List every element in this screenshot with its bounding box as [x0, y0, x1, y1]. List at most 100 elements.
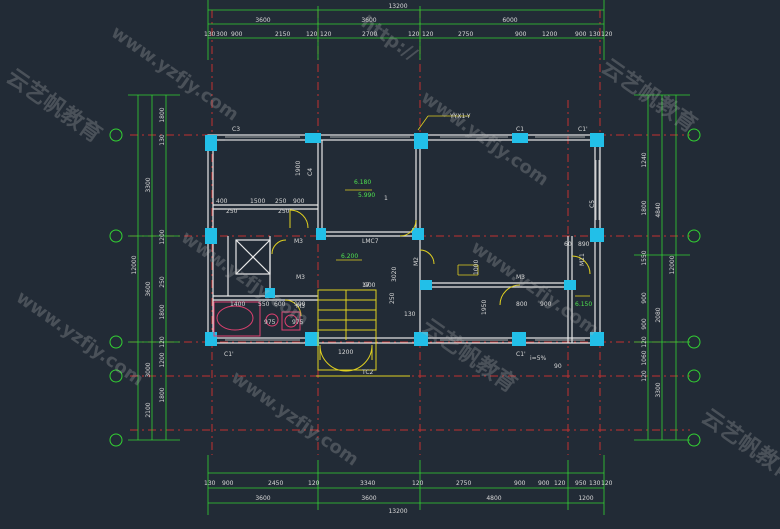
top-seg-3: 6000 — [502, 17, 517, 24]
right-det-7: 120 — [641, 370, 648, 382]
inner-dim-17: 1200 — [338, 349, 353, 356]
bot-det-2: 2450 — [268, 480, 283, 487]
right-det-6: 1060 — [641, 350, 648, 365]
bot-det-3: 120 — [308, 480, 320, 487]
bot-det-10: 950 — [575, 480, 587, 487]
right-seg-2: 2080 — [655, 307, 662, 322]
right-seg-1: 4840 — [655, 202, 662, 217]
left-det-0: 1800 — [159, 107, 166, 122]
right-det-0: 1240 — [641, 152, 648, 167]
watermarks: www.yzfjy.com http:// www.yzfjy.com www.… — [2, 12, 780, 488]
bot-det-12: 120 — [601, 480, 613, 487]
inner-dim-8: 600 — [274, 301, 286, 308]
label-tc2: TC2 — [361, 369, 374, 376]
inner-dim-19: 17 — [362, 282, 370, 289]
label-yyx1: YYX1-Y — [449, 113, 471, 120]
elevation-labels: 6.180 5.990 6.200 6.150 — [341, 179, 592, 308]
inner-dim-3: 900 — [293, 198, 305, 205]
elevation-3: 6.200 — [341, 253, 358, 260]
watermark-6: www.yzfjy.com — [467, 237, 602, 341]
inner-dim-24: 130 — [404, 311, 416, 318]
left-seg-1: 3300 — [145, 177, 152, 192]
label-m11: M11 — [579, 253, 586, 266]
inner-dim-0: 400 — [216, 198, 228, 205]
bot-det-7: 900 — [514, 480, 526, 487]
label-m3-d: M3 — [516, 274, 525, 281]
bottom-seg-2: 3600 — [361, 495, 376, 502]
bottom-seg-3: 4800 — [486, 495, 501, 502]
bottom-overall: 13200 — [388, 508, 407, 515]
bot-det-0: 130 — [204, 480, 216, 487]
inner-dim-4: 250 — [278, 208, 290, 215]
label-m3-c: M3 — [296, 303, 305, 310]
watermark-brand-3: 云艺帆教育 — [417, 314, 522, 398]
left-det-6: 1200 — [159, 352, 166, 367]
elevation-1: 6.180 — [354, 179, 371, 186]
left-det-7: 1800 — [159, 387, 166, 402]
dimension-lines — [128, 0, 690, 515]
dim-text-bottom: 13200 3600 3600 4800 1200 130 900 2450 1… — [204, 480, 613, 515]
inner-dim-21: 1 — [384, 195, 388, 202]
bot-det-6: 2750 — [456, 480, 471, 487]
staircase — [316, 289, 410, 377]
doors — [271, 209, 591, 317]
left-det-1: 130 — [159, 134, 166, 146]
inner-dim-12: 1900 — [295, 161, 302, 176]
top-det-7: 120 — [408, 31, 420, 38]
left-seg-4: 2100 — [145, 402, 152, 417]
bot-det-4: 3340 — [360, 480, 375, 487]
bot-det-9: 120 — [554, 480, 566, 487]
top-det-5: 120 — [320, 31, 332, 38]
top-det-1: 300 — [216, 31, 228, 38]
inner-dim-20: 3020 — [391, 267, 398, 282]
inner-dim-15: 800 — [516, 301, 528, 308]
inner-dim-25: 250 — [389, 292, 396, 304]
right-det-4: 900 — [641, 318, 648, 330]
right-det-1: 1800 — [641, 200, 648, 215]
bot-det-5: 120 — [412, 480, 424, 487]
label-slope: i=5% — [530, 355, 547, 362]
inner-dim-10: 975 — [264, 319, 276, 326]
bottom-seg-4: 1200 — [578, 495, 593, 502]
watermark-7: www.yzfjy.com — [12, 287, 147, 391]
top-overall: 13200 — [388, 3, 407, 10]
inner-dim-14: 1000 — [473, 260, 480, 275]
right-det-2: 1550 — [641, 250, 648, 265]
right-det-5: 120 — [641, 336, 648, 348]
label-m3-b: M3 — [296, 274, 305, 281]
room-labels: C3 C1 C1' C1' C1' C4 C5 M3 M3 M3 M3 M11 … — [224, 113, 596, 376]
inner-dim-7: 550 — [258, 301, 270, 308]
inner-dim-2: 250 — [226, 208, 238, 215]
misc-annotations — [336, 115, 590, 297]
label-m3-a: M3 — [294, 238, 303, 245]
windows — [225, 136, 600, 341]
inner-dimensions: 400 1500 250 900 250 250 1400 550 600 90… — [216, 161, 590, 370]
bot-det-11: 130 — [589, 480, 601, 487]
inner-dim-16: 900 — [540, 301, 552, 308]
top-det-3: 2150 — [275, 31, 290, 38]
top-det-2: 900 — [231, 31, 243, 38]
bot-det-1: 900 — [222, 480, 234, 487]
right-det-3: 900 — [641, 292, 648, 304]
inner-dim-6: 1400 — [230, 301, 245, 308]
inner-dim-5: 250 — [275, 198, 287, 205]
top-det-12: 900 — [575, 31, 587, 38]
left-det-5: 120 — [159, 336, 166, 348]
left-det-3: 250 — [159, 276, 166, 288]
label-m2: M2 — [413, 257, 420, 266]
top-det-0: 130 — [204, 31, 216, 38]
label-c5: C5 — [589, 200, 596, 208]
watermark-2: http:// — [357, 12, 421, 66]
elevation-2: 5.990 — [358, 192, 375, 199]
inner-dim-18: 900 — [364, 282, 376, 289]
inner-dim-9: 900 — [294, 301, 306, 308]
inner-dim-13: 1950 — [481, 300, 488, 315]
left-seg-3: 3000 — [145, 362, 152, 377]
inner-dim-1: 1500 — [250, 198, 265, 205]
top-det-10: 900 — [515, 31, 527, 38]
left-det-2: 1200 — [159, 229, 166, 244]
bathroom-fixtures — [213, 301, 301, 337]
label-c1-bottom-left: C1' — [224, 351, 234, 358]
top-det-11: 1200 — [542, 31, 557, 38]
